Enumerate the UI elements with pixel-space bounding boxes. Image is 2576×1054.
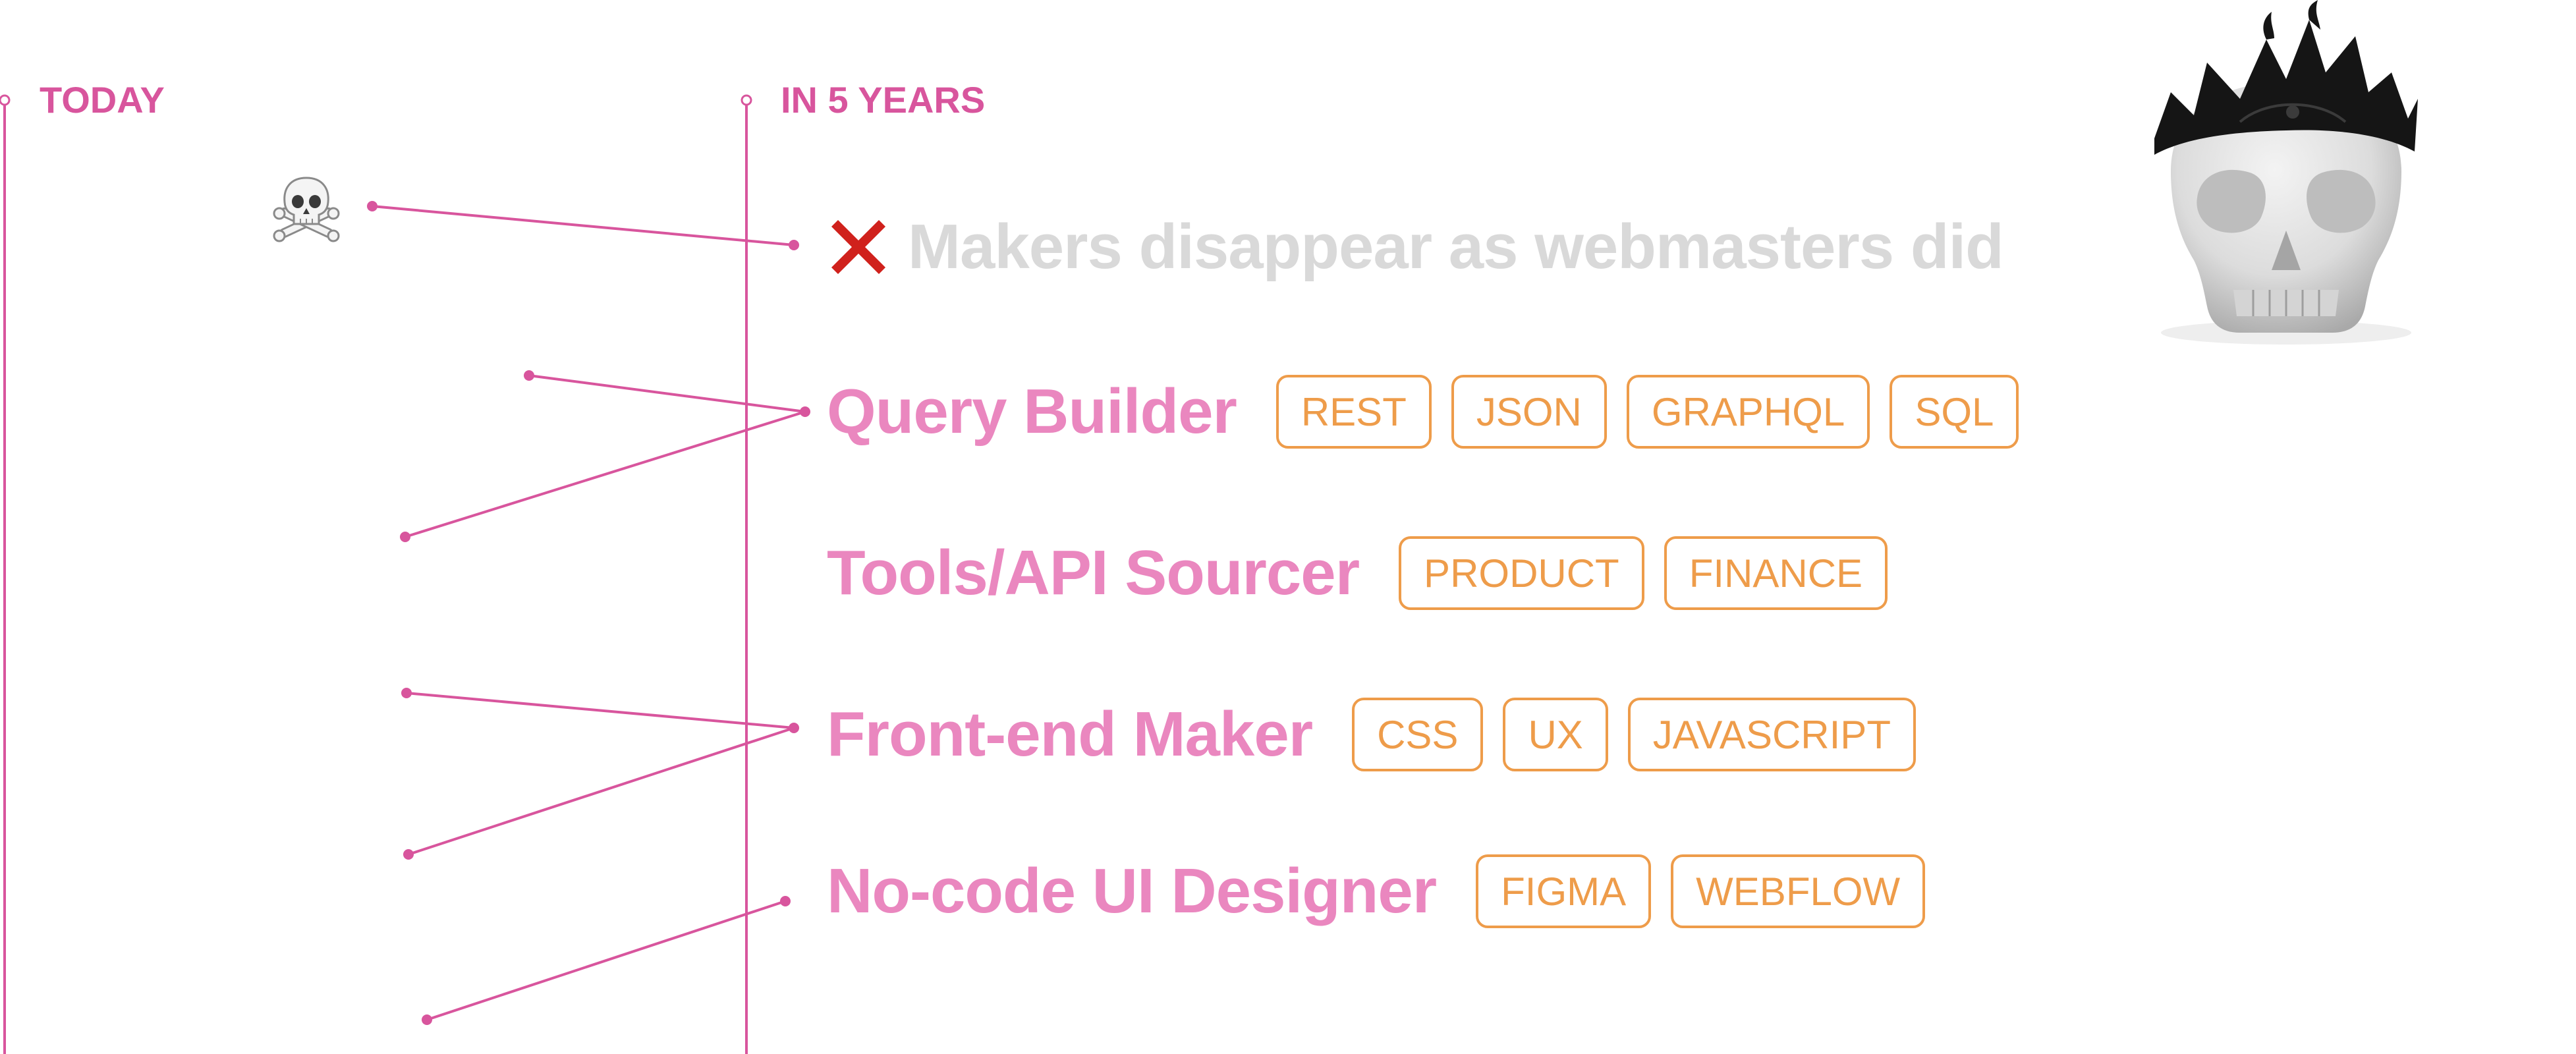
- crowned-skull-image: [2154, 0, 2418, 345]
- future-axis-cap: [741, 94, 752, 106]
- connector-nocode-start: [422, 1014, 432, 1025]
- connector-query-b-start: [400, 532, 410, 542]
- skill-tag: JAVASCRIPT: [1627, 698, 1916, 771]
- role-row-tools-api-sourcer: Tools/API Sourcer PRODUCT FINANCE: [827, 530, 1888, 616]
- connector-nocode-end: [780, 896, 791, 906]
- connector-frontend-b: [408, 727, 795, 856]
- skill-tag: PRODUCT: [1399, 536, 1644, 610]
- column-header-future: IN 5 YEARS: [781, 79, 986, 121]
- role-row-query-builder: Query Builder REST JSON GRAPHQL SQL: [827, 369, 2019, 455]
- skill-tag: GRAPHQL: [1626, 375, 1870, 449]
- role-title: Query Builder: [827, 376, 1237, 447]
- connector-frontend-a-start: [401, 688, 412, 698]
- connector-frontend-end: [789, 723, 799, 733]
- role-title: Front-end Maker: [827, 699, 1313, 769]
- role-title: Tools/API Sourcer: [827, 538, 1360, 608]
- skull-crossbones-icon: [273, 177, 340, 242]
- skill-tag: WEBFLOW: [1671, 854, 1926, 928]
- skill-tag: JSON: [1451, 375, 1607, 449]
- connector-obsolete-start: [367, 201, 378, 211]
- skill-tag: UX: [1503, 698, 1608, 771]
- connector-query-a: [528, 374, 806, 413]
- obsolete-role-title: Makers disappear as webmasters did: [908, 211, 2004, 282]
- connector-obsolete-end: [789, 240, 799, 250]
- connector-frontend-b-start: [403, 849, 414, 860]
- skill-tag: SQL: [1890, 375, 2019, 449]
- connector-query-a-start: [524, 370, 534, 381]
- skill-tag: FINANCE: [1664, 536, 1888, 610]
- connector-query-end: [800, 406, 810, 417]
- today-axis-cap: [0, 94, 11, 106]
- connector-nocode: [426, 900, 786, 1021]
- connector-obsolete: [372, 205, 795, 246]
- skill-tag: CSS: [1352, 698, 1484, 771]
- column-header-today: TODAY: [40, 79, 165, 121]
- role-row-front-end-maker: Front-end Maker CSS UX JAVASCRIPT: [827, 692, 1916, 777]
- cross-mark-icon: [831, 220, 885, 274]
- role-row-no-code-ui-designer: No-code UI Designer FIGMA WEBFLOW: [827, 848, 1926, 934]
- skill-tag: FIGMA: [1476, 854, 1652, 928]
- role-title: No-code UI Designer: [827, 856, 1437, 926]
- skill-tag: REST: [1275, 375, 1432, 449]
- connector-frontend-a: [406, 692, 795, 729]
- connector-query-b: [405, 410, 806, 538]
